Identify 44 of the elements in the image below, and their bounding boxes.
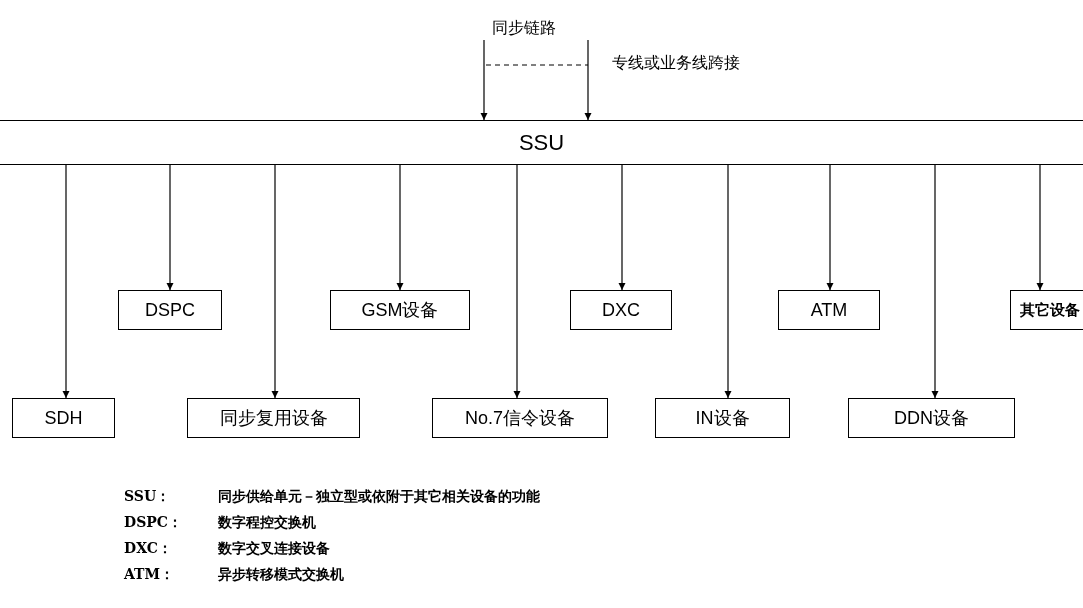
device-box [848,398,1015,438]
device-box [12,398,115,438]
arrow [826,164,834,291]
arrow [513,164,521,399]
device-box [187,398,360,438]
arrow [724,164,732,399]
device-box [778,290,880,330]
definition-text: 数字交叉连接设备 [218,540,330,558]
definition-text: 数字程控交换机 [218,514,316,532]
node-label: 其它设备 [1020,300,1080,320]
definition-text: 同步供给单元－独立型或依附于其它相关设备的功能 [218,488,540,506]
device-box [570,290,672,330]
arrow [166,164,174,291]
arrow [62,164,70,399]
node-label: IN设备 [695,407,750,430]
node-label: DSPC [145,299,195,321]
arrow [618,164,626,291]
node-label: 同步复用设备 [219,407,328,430]
arrow [396,164,404,291]
abbreviation-label: ATM： [124,566,174,584]
abbreviation-label: SSU： [124,488,171,506]
node-label: No.7信令设备 [465,407,575,430]
device-box [330,290,470,330]
node-label: SSU [518,129,565,156]
link-label: 同步链路 [492,18,556,39]
definition-text: 异步转移模式交换机 [218,566,344,584]
node-label: GSM设备 [361,299,439,322]
arrow [271,164,279,399]
link-label: 专线或业务线跨接 [612,53,740,74]
arrow [584,39,592,121]
device-box [118,290,222,330]
arrow [931,164,939,399]
device-box [432,398,608,438]
device-box [1010,290,1083,330]
abbreviation-label: DXC： [124,540,172,558]
arrow [1036,164,1044,291]
node-label: DDN设备 [894,407,969,430]
node-label: DXC [602,299,640,321]
node-label: ATM [810,299,848,321]
arrow [480,39,488,121]
device-box [655,398,790,438]
node-label: SDH [44,407,83,429]
unit-bar [0,120,1083,165]
abbreviation-label: DSPC： [124,514,182,532]
